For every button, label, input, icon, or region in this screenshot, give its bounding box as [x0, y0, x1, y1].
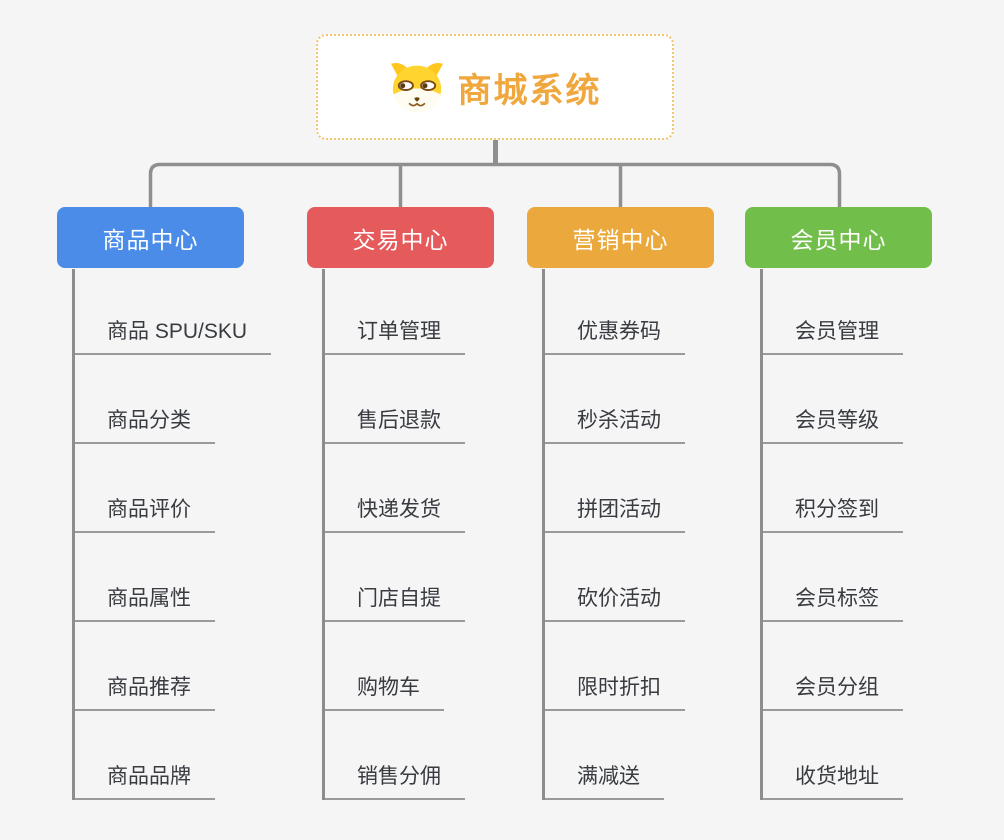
branch-trunk-line: [72, 269, 75, 800]
leaf-topic[interactable]: 订单管理: [322, 315, 465, 355]
branch-header-2[interactable]: 营销中心: [527, 207, 714, 268]
leaf-topic[interactable]: 商品推荐: [72, 671, 215, 711]
leaf-node: 积分签到: [760, 444, 1000, 533]
branch-trunk-line: [542, 269, 545, 800]
leaf-topic[interactable]: 收货地址: [760, 760, 903, 800]
leaf-node: 会员管理: [760, 269, 1000, 355]
leaf-topic[interactable]: 门店自提: [322, 582, 465, 622]
branch-column-0: 商品 SPU/SKU 商品分类商品评价商品属性商品推荐商品品牌: [72, 269, 312, 800]
leaf-node: 快递发货: [322, 444, 562, 533]
leaf-node: 秒杀活动: [542, 355, 782, 444]
branch-column-2: 优惠券码秒杀活动拼团活动砍价活动限时折扣满减送: [542, 269, 782, 800]
leaf-topic[interactable]: 商品品牌: [72, 760, 215, 800]
leaf-node: 限时折扣: [542, 622, 782, 711]
leaf-topic[interactable]: 购物车: [322, 671, 444, 711]
leaf-node: 商品推荐: [72, 622, 312, 711]
leaf-topic[interactable]: 优惠券码: [542, 315, 685, 355]
leaf-node: 拼团活动: [542, 444, 782, 533]
leaf-topic[interactable]: 积分签到: [760, 493, 903, 533]
leaf-node: 售后退款: [322, 355, 562, 444]
branch-column-1: 订单管理售后退款快递发货门店自提购物车销售分佣: [322, 269, 562, 800]
branch-header-3[interactable]: 会员中心: [745, 207, 932, 268]
leaf-node: 会员等级: [760, 355, 1000, 444]
leaf-topic[interactable]: 销售分佣: [322, 760, 465, 800]
leaf-topic[interactable]: 会员标签: [760, 582, 903, 622]
leaf-topic[interactable]: 商品分类: [72, 404, 215, 444]
leaf-node: 商品 SPU/SKU: [72, 269, 312, 355]
leaf-node: 商品评价: [72, 444, 312, 533]
leaf-node: 砍价活动: [542, 533, 782, 622]
leaf-topic[interactable]: 满减送: [542, 760, 664, 800]
leaf-node: 会员标签: [760, 533, 1000, 622]
leaf-node: 购物车: [322, 622, 562, 711]
leaf-topic[interactable]: 快递发货: [322, 493, 465, 533]
leaf-node: 优惠券码: [542, 269, 782, 355]
leaf-node: 满减送: [542, 711, 782, 800]
branch-column-3: 会员管理会员等级积分签到会员标签会员分组收货地址: [760, 269, 1000, 800]
leaf-topic[interactable]: 会员分组: [760, 671, 903, 711]
leaf-node: 销售分佣: [322, 711, 562, 800]
branch-header-0[interactable]: 商品中心: [57, 207, 244, 268]
branch-header-1[interactable]: 交易中心: [307, 207, 494, 268]
leaf-node: 会员分组: [760, 622, 1000, 711]
dog-face-icon: [389, 61, 445, 113]
leaf-topic[interactable]: 商品评价: [72, 493, 215, 533]
leaf-topic[interactable]: 拼团活动: [542, 493, 685, 533]
leaf-topic[interactable]: 商品 SPU/SKU: [72, 315, 272, 355]
leaf-node: 订单管理: [322, 269, 562, 355]
leaf-topic[interactable]: 会员等级: [760, 404, 903, 444]
leaf-node: 门店自提: [322, 533, 562, 622]
branch-trunk-line: [322, 269, 325, 800]
leaf-topic[interactable]: 售后退款: [322, 404, 465, 444]
leaf-node: 商品属性: [72, 533, 312, 622]
leaf-topic[interactable]: 商品属性: [72, 582, 215, 622]
leaf-topic[interactable]: 限时折扣: [542, 671, 685, 711]
branch-trunk-line: [760, 269, 763, 800]
root-topic-title: 商城系统: [457, 71, 602, 110]
leaf-node: 收货地址: [760, 711, 1000, 800]
leaf-node: 商品分类: [72, 355, 312, 444]
root-topic[interactable]: 商城系统: [316, 34, 674, 140]
leaf-topic[interactable]: 砍价活动: [542, 582, 685, 622]
leaf-topic[interactable]: 会员管理: [760, 315, 903, 355]
leaf-topic[interactable]: 秒杀活动: [542, 404, 685, 444]
leaf-node: 商品品牌: [72, 711, 312, 800]
